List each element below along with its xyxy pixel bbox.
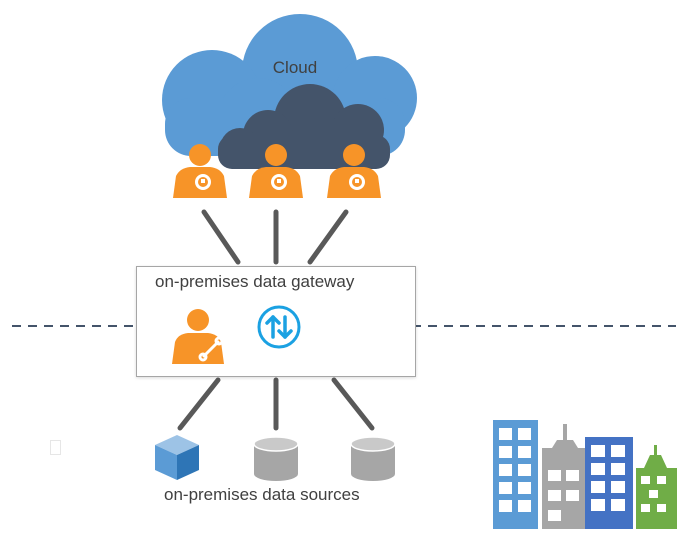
database-cylinder-icon xyxy=(350,436,396,481)
cloud-label: Cloud xyxy=(272,58,318,77)
office-building-icon xyxy=(493,420,538,529)
gateway-admin-person-icon xyxy=(172,309,224,364)
data-sources-label: on-premises data sources xyxy=(164,485,360,504)
connector-line xyxy=(331,377,375,431)
cloud-service-person-icon xyxy=(249,144,303,198)
office-building-icon xyxy=(636,445,677,529)
small-white-square xyxy=(50,440,61,455)
database-cylinder-icon xyxy=(253,436,299,481)
cube-data-source-icon xyxy=(155,435,199,480)
connector-line xyxy=(201,209,241,265)
cloud-service-person-icon xyxy=(327,144,381,198)
connector-line xyxy=(177,377,221,431)
office-building-icon xyxy=(542,424,586,529)
connector-line xyxy=(307,209,349,265)
office-building-icon xyxy=(585,437,633,529)
cloud-service-person-icon xyxy=(173,144,227,198)
sync-arrows-icon xyxy=(257,305,301,349)
gateway-label: on-premises data gateway xyxy=(155,272,355,291)
